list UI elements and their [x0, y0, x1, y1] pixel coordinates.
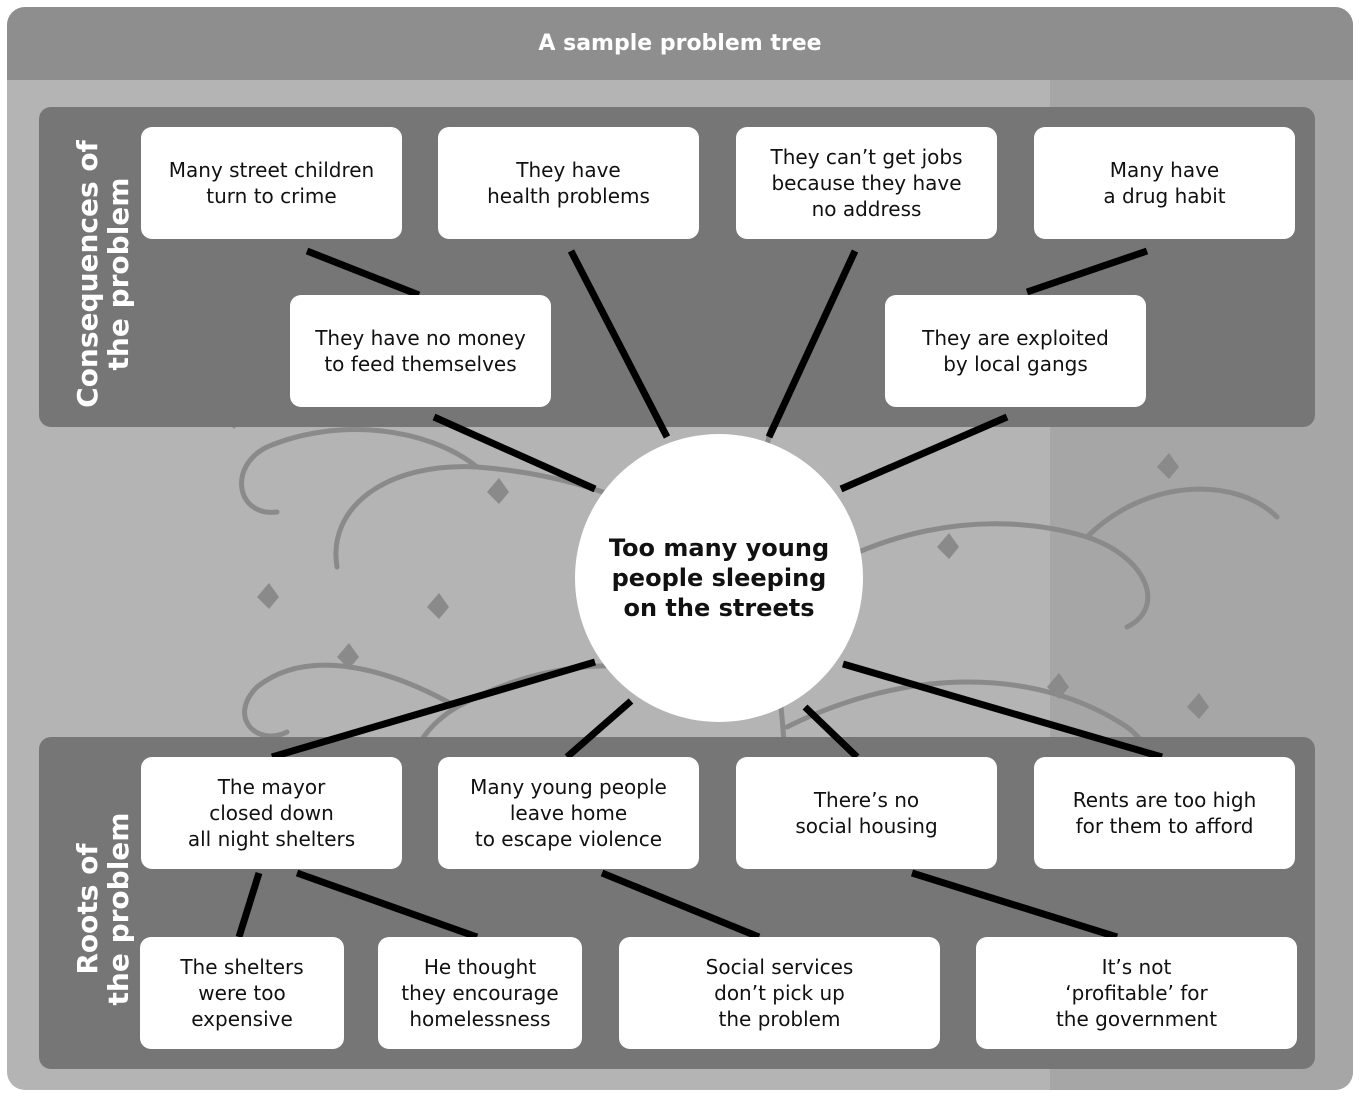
problem-tree-frame: A sample problem tree Consequences of th…: [7, 7, 1353, 1090]
root-box: There’s no social housing: [736, 757, 997, 869]
sub-root-box: He thought they encourage homelessness: [378, 937, 582, 1049]
consequence-box: They have health problems: [438, 127, 699, 239]
sub-root-box: It’s not ‘profitable’ for the government: [976, 937, 1297, 1049]
connector: [765, 249, 859, 439]
root-box: Many young people leave home to escape v…: [438, 757, 699, 869]
page-title: A sample problem tree: [7, 7, 1353, 80]
consequence-box: They can’t get jobs because they have no…: [736, 127, 997, 239]
connector: [600, 869, 761, 941]
connector: [305, 247, 421, 299]
connector: [1025, 247, 1149, 296]
connector: [839, 413, 1009, 493]
connector: [564, 698, 634, 760]
connector-lines: [235, 247, 1163, 941]
connector: [271, 658, 596, 761]
connector: [432, 413, 597, 493]
connector: [802, 704, 860, 760]
sub-root-box: Social services don’t pick up the proble…: [619, 937, 940, 1049]
core-problem: Too many young people sleeping on the st…: [575, 434, 863, 722]
root-box: The mayor closed down all night shelters: [141, 757, 402, 869]
consequence-box: They have no money to feed themselves: [290, 295, 551, 407]
consequence-box: Many have a drug habit: [1034, 127, 1295, 239]
connector: [842, 660, 1163, 761]
consequence-box: They are exploited by local gangs: [885, 295, 1146, 407]
consequence-box: Many street children turn to crime: [141, 127, 402, 239]
root-box: Rents are too high for them to afford: [1034, 757, 1295, 869]
connector: [295, 869, 479, 941]
connector: [567, 249, 671, 439]
sub-root-box: The shelters were too expensive: [140, 937, 344, 1049]
connector: [910, 869, 1119, 941]
connector: [235, 871, 263, 939]
